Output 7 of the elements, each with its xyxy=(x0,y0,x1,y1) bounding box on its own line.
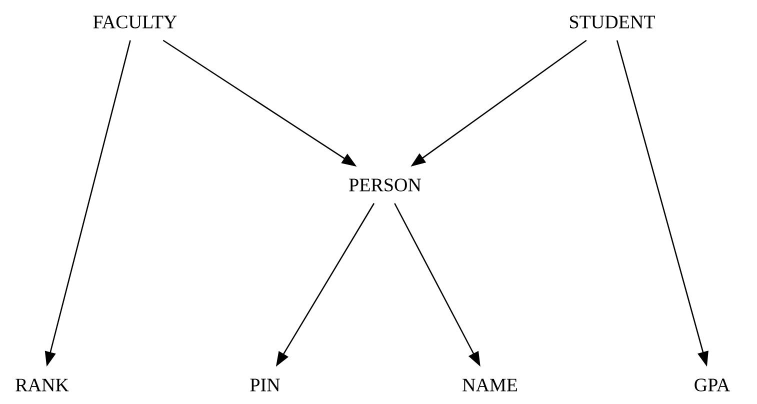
node-label: PIN xyxy=(250,378,280,392)
node-label: NAME xyxy=(462,378,517,392)
node-label: GPA xyxy=(694,378,730,392)
node-label: STUDENT xyxy=(570,16,655,28)
node-label: RANK xyxy=(16,378,69,392)
node-label: FACULTY xyxy=(93,16,177,28)
node-label: PERSON xyxy=(349,178,421,192)
